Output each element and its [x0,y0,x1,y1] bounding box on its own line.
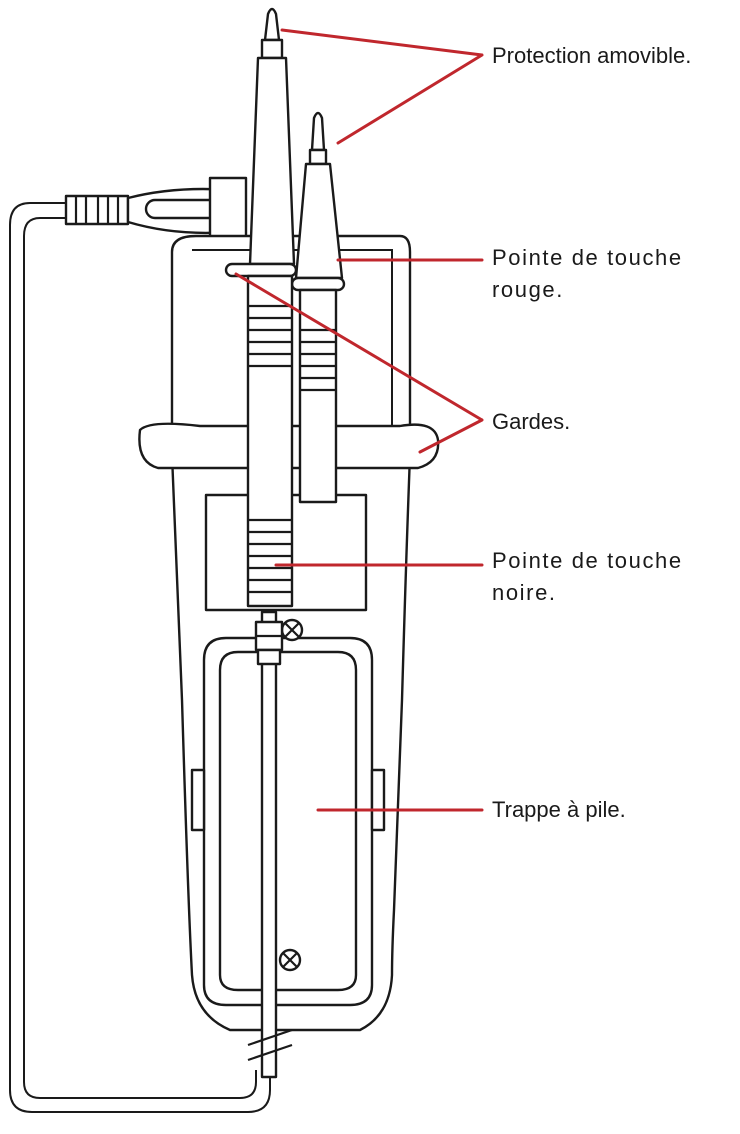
probe-cable-loop-inner [23,217,257,1099]
cable-connector [64,176,248,246]
black-probe-cable [247,610,293,1079]
label-black-tip: Pointe de touche noire. [492,548,683,605]
label-red-tip: Pointe de touche rouge. [492,245,683,302]
leader-guards [234,272,484,454]
red-probe [290,111,346,504]
label-guards: Gardes. [492,409,571,434]
leader-lines [234,28,484,812]
screw-top-icon [280,618,304,642]
label-protection: Protection amovible. [492,43,692,68]
battery-compartment [190,636,386,1007]
probe-cable-loop [9,202,271,1113]
leader-protection [280,28,484,145]
screw-bottom-icon [278,948,302,972]
label-battery: Trappe à pile. [492,797,626,822]
black-probe [224,7,298,608]
